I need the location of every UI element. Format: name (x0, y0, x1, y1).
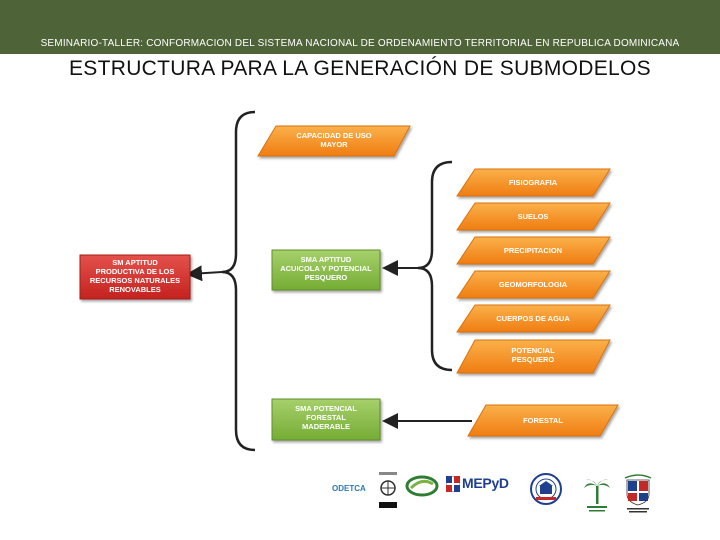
node-label-line: RECURSOS NATURALES (90, 276, 180, 285)
node-label-line: PRECIPITACION (504, 246, 562, 255)
node-label-line: CAPACIDAD DE USO (296, 131, 371, 140)
node-label-line: MADERABLE (302, 422, 350, 431)
svg-text:SUELOS: SUELOS (518, 212, 549, 221)
node-label-line: FISIOGRAFIA (509, 178, 558, 187)
svg-text:PRECIPITACION: PRECIPITACION (504, 246, 562, 255)
left-bracket (221, 110, 256, 452)
seminar-title: SEMINARIO-TALLER: CONFORMACION DEL SISTE… (40, 38, 680, 49)
svg-text:CUERPOS DE AGUA: CUERPOS DE AGUA (496, 314, 570, 323)
right-bracket (417, 160, 453, 372)
factor-forestal: FORESTAL (467, 404, 619, 437)
slide-title: ESTRUCTURA PARA LA GENERACIÓN DE SUBMODE… (69, 57, 651, 80)
node-label-line: SUELOS (518, 212, 549, 221)
node-label-line: SMA APTITUD (301, 255, 352, 264)
factor-fisiografia: FISIOGRAFIA (456, 168, 611, 197)
factor-suelos: SUELOS (456, 202, 611, 231)
un-emblem-icon (379, 472, 397, 508)
mepyd-logo: MEPyD (462, 475, 509, 491)
svg-text:FISIOGRAFIA: FISIOGRAFIA (509, 178, 558, 187)
logos-row: ODETCA MEPyD (325, 470, 665, 520)
node-label-line: PRODUCTIVA DE LOS (96, 267, 175, 276)
svg-text:GEOMORFOLOGIA: GEOMORFOLOGIA (499, 280, 568, 289)
node-label-line: FORESTAL (523, 416, 563, 425)
node-label-line: POTENCIAL (511, 346, 555, 355)
dr-coat-of-arms-icon (624, 474, 652, 513)
node-label-line: CUERPOS DE AGUA (496, 314, 570, 323)
palm-tree-logo-icon (584, 479, 610, 512)
svg-text:FORESTAL: FORESTAL (523, 416, 563, 425)
node-label-line: SM APTITUD (112, 258, 158, 267)
node-label-line: FORESTAL (306, 413, 346, 422)
node-label-line: ACUICOLA Y POTENCIAL (280, 264, 372, 273)
arrow-to-root (186, 265, 223, 282)
header-bar (0, 0, 720, 54)
institution-seal-icon (530, 473, 562, 505)
node-label-line: SMA POTENCIAL (295, 404, 357, 413)
dr-shield-small-icon (446, 476, 460, 492)
factor-precipitacion: PRECIPITACION (456, 236, 611, 265)
factor-cuerpos-de-agua: CUERPOS DE AGUA (456, 304, 611, 333)
swoosh-logo-icon (405, 475, 439, 497)
factor-geomorfologia: GEOMORFOLOGIA (456, 270, 611, 299)
node-label-line: MAYOR (320, 140, 348, 149)
odetca-logo: ODETCA (332, 484, 366, 493)
node-label-line: PESQUERO (305, 273, 348, 282)
node-label-line: GEOMORFOLOGIA (499, 280, 568, 289)
node-label-line: RENOVABLES (109, 285, 161, 294)
node-label-line: PESQUERO (512, 355, 555, 364)
